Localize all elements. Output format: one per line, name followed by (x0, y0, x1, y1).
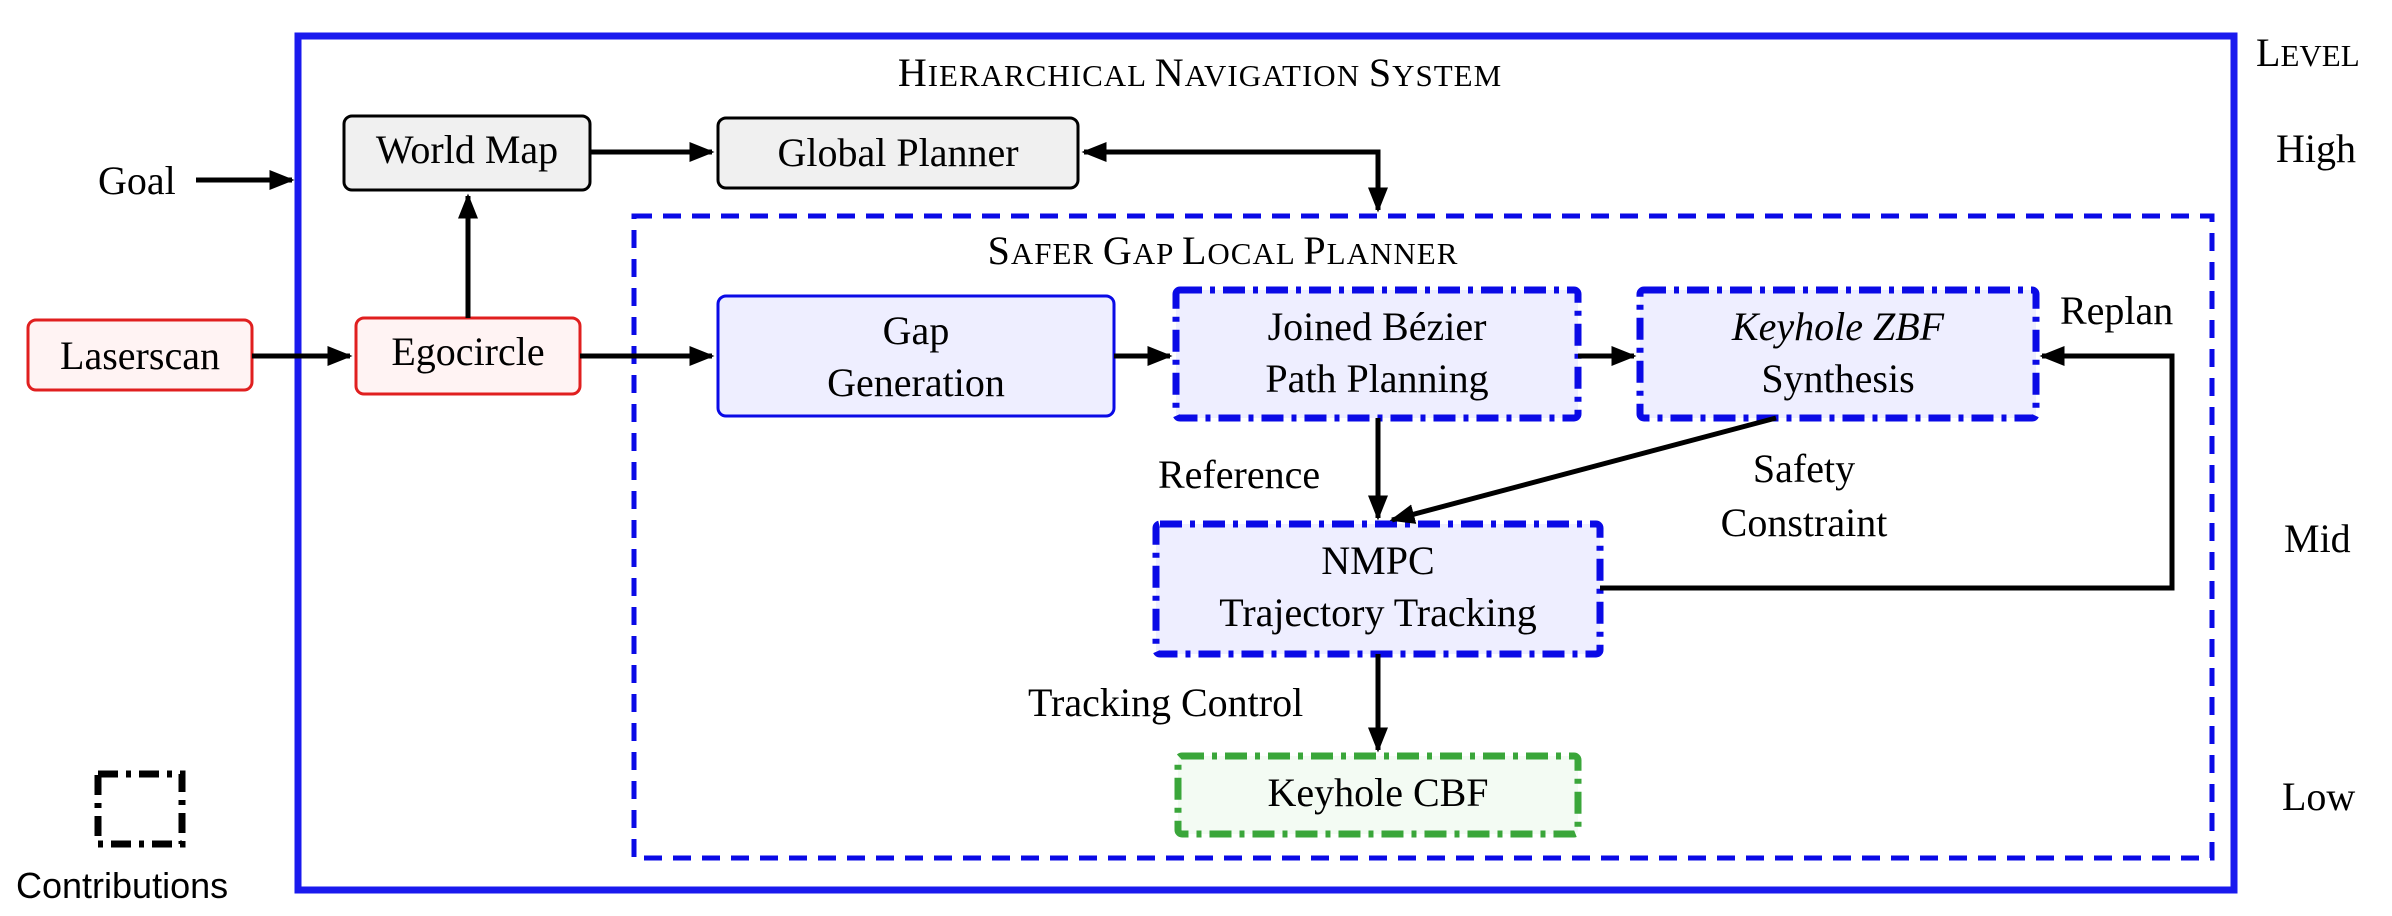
contribution-legend-swatch (94, 770, 186, 848)
global-planner-node (716, 116, 1080, 190)
zbf-synthesis-line-1: Keyhole ZBF (1731, 304, 1945, 349)
globalplanner-localplanner-arrow (1081, 142, 1388, 213)
global-planner-label: Global Planner (777, 130, 1018, 175)
zbf-synthesis-node (1636, 286, 2040, 422)
reference-label: Reference (1158, 452, 1320, 497)
egocircle-label: Egocircle (391, 329, 544, 374)
bezier-planning-line-1: Joined Bézier (1268, 304, 1487, 349)
nmpc-line-2: Trajectory Tracking (1219, 590, 1536, 635)
nmpc-line-1: NMPC (1321, 538, 1434, 583)
replan-arrow (1600, 346, 2175, 591)
world-map-label: World Map (376, 127, 558, 172)
system-title: HIERARCHICAL NAVIGATION SYSTEM (898, 50, 1502, 95)
safety-label-line-1: Safety (1753, 446, 1855, 491)
goal-label: Goal (98, 158, 176, 203)
system-frame (294, 32, 2238, 894)
local-planner-frame (631, 213, 2215, 861)
replan-label: Replan (2060, 288, 2173, 333)
contributions-label: Contributions (16, 865, 228, 906)
level-heading: LEVEL (2256, 30, 2360, 75)
level-mid-label: Mid (2284, 516, 2351, 561)
cbf-label: Keyhole CBF (1267, 770, 1488, 815)
laserscan-label: Laserscan (60, 333, 220, 378)
bezier-planning-line-2: Path Planning (1265, 356, 1488, 401)
safety-label-line-2: Constraint (1721, 500, 1888, 545)
cbf-node (1174, 752, 1582, 838)
zbf-synthesis-line-2: Synthesis (1761, 356, 1914, 401)
level-high-label: High (2276, 126, 2356, 171)
local-planner-title: SAFER GAP LOCAL PLANNER (988, 228, 1459, 273)
gap-generation-line-1: Gap (883, 308, 950, 353)
zbf-to-nmpc-arrow (1389, 415, 1777, 524)
level-low-label: Low (2282, 774, 2355, 819)
tracking-control-label: Tracking Control (1028, 680, 1303, 725)
gap-generation-line-2: Generation (827, 360, 1005, 405)
